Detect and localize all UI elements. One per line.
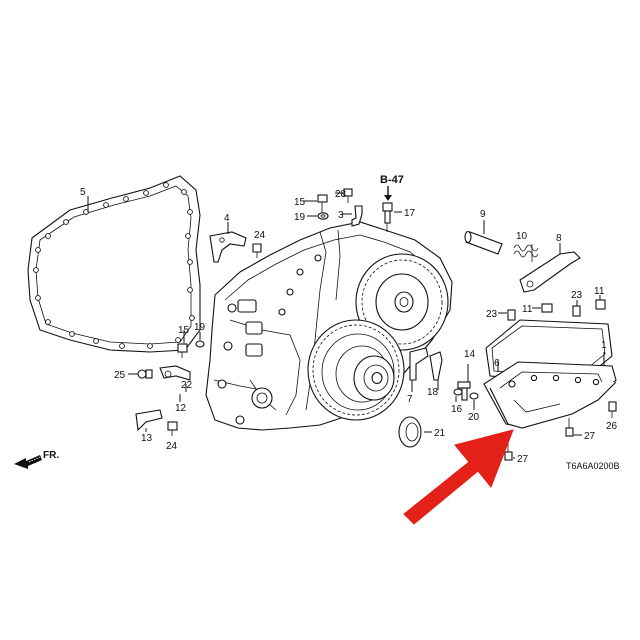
callout-25: 25 [114, 370, 126, 381]
callout-24a: 24 [254, 230, 266, 241]
callout-11a: 11 [522, 304, 533, 315]
oil-pan-part-1 [483, 361, 617, 429]
bolt-part-28 [343, 188, 353, 203]
callout-17: 17 [404, 208, 416, 219]
bolt-part-24-lower [167, 421, 178, 436]
callout-7: 7 [407, 394, 413, 405]
callout-8: 8 [556, 233, 562, 244]
callout-4: 4 [224, 213, 230, 224]
callout-12: 12 [175, 403, 187, 414]
magnet-part-11-right [595, 299, 606, 310]
lever-part-8 [519, 251, 581, 293]
callout-18: 18 [427, 387, 439, 398]
drawing-code: T6A6A0200B [566, 461, 620, 471]
callout-13: 13 [141, 433, 153, 444]
lever-part-7 [409, 347, 429, 381]
callout-23b: 23 [571, 290, 583, 301]
callout-15b: 15 [178, 325, 190, 336]
front-direction-indicator: FR. [14, 450, 59, 469]
spring-part-10 [513, 244, 539, 262]
callout-15a: 15 [294, 197, 306, 208]
bracket-part-18 [429, 351, 443, 381]
oil-seal-part-21 [398, 416, 422, 448]
bracket-part-4 [209, 231, 247, 263]
washer-part-16 [453, 388, 463, 396]
callout-11b: 11 [594, 286, 605, 297]
callout-9: 9 [480, 209, 486, 220]
bolt-part-15-left [177, 343, 188, 358]
bracket-part-3 [351, 205, 363, 227]
callout-23a: 23 [486, 309, 498, 320]
drain-bolt-part-26 [608, 401, 617, 418]
piston-part-9 [464, 230, 503, 255]
callout-24b: 24 [166, 441, 178, 452]
callout-6: 6 [494, 358, 500, 369]
callout-26: 26 [606, 421, 618, 432]
callout-1: 1 [601, 340, 607, 351]
bolt-part-27-right [565, 418, 574, 437]
callout-5: 5 [80, 187, 86, 198]
oring-part-25 [137, 369, 153, 379]
callout-10: 10 [516, 231, 528, 242]
pipe-part-22 [159, 365, 191, 381]
callout-21: 21 [434, 428, 446, 439]
callout-3: 3 [338, 210, 344, 221]
washer-part-19-top [317, 212, 329, 220]
grommet-part-23-left [507, 309, 516, 321]
callout-20: 20 [468, 412, 480, 423]
grommet-part-23-right [572, 305, 581, 317]
callout-27b: 27 [517, 454, 529, 465]
callout-14: 14 [464, 349, 476, 360]
washer-part-20 [469, 392, 479, 400]
front-label: FR. [43, 450, 59, 461]
bolt-part-15-top [317, 194, 328, 212]
callout-19b: 19 [194, 322, 206, 333]
clutch-drum [307, 319, 405, 421]
bracket-part-13 [135, 409, 163, 432]
washer-part-19-left [195, 340, 205, 348]
callout-19a: 19 [294, 212, 306, 223]
sensor-part-17 [382, 202, 393, 232]
callout-16: 16 [451, 404, 463, 415]
callout-27a: 27 [584, 431, 596, 442]
magnet-part-11-mid [541, 303, 553, 313]
callout-22: 22 [181, 380, 193, 391]
gasket-part-5 [27, 175, 201, 353]
highlight-arrow [403, 429, 514, 525]
section-ref-label: B-47 [380, 174, 404, 186]
bolt-part-24-upper [252, 243, 262, 258]
callout-28: 28 [335, 189, 347, 200]
